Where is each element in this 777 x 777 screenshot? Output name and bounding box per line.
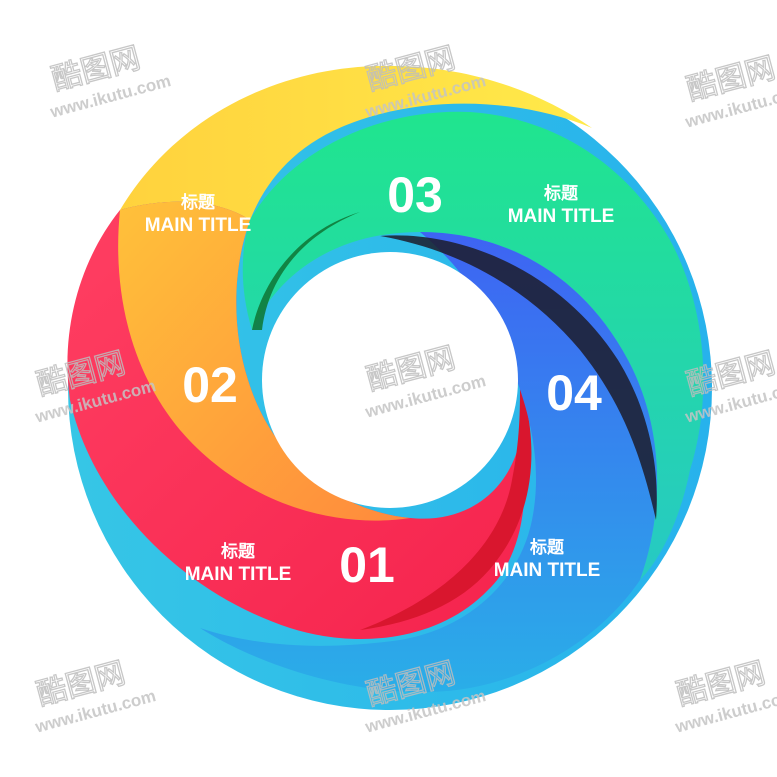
watermark: 酷图网 www.ikutu.com — [32, 655, 158, 737]
segment-03-number: 03 — [387, 167, 443, 223]
segment-03-label: 03 标题 MAIN TITLE — [387, 167, 614, 227]
segment-02-label: 标题 MAIN TITLE 02 — [145, 192, 252, 413]
segment-01-label: 标题 MAIN TITLE 01 — [185, 537, 395, 593]
center-hole — [262, 252, 518, 508]
segment-04-label: 04 标题 MAIN TITLE — [494, 365, 602, 581]
segment-04-title-en: MAIN TITLE — [494, 560, 601, 581]
segment-green-shadow — [252, 212, 360, 330]
segment-02-title-en: MAIN TITLE — [145, 215, 252, 236]
segment-01-title-cn: 标题 — [221, 541, 256, 562]
segment-red-lip — [360, 385, 532, 630]
segment-yellow-band — [120, 65, 592, 220]
watermark: 酷图网 www.ikutu.com — [47, 40, 173, 122]
segment-01-title-en: MAIN TITLE — [185, 564, 292, 585]
segment-04-number: 04 — [546, 365, 602, 421]
watermark: 酷图网 www.ikutu.com — [672, 655, 777, 737]
segment-01-number: 01 — [339, 537, 395, 593]
segment-04-title-cn: 标题 — [530, 537, 565, 558]
segment-dark-crease — [380, 235, 657, 520]
segment-02-number: 02 — [182, 357, 238, 413]
segment-blue-band — [200, 232, 658, 693]
watermark: 酷图网 www.ikutu.com — [682, 50, 777, 132]
segment-03-title-en: MAIN TITLE — [508, 206, 615, 227]
segment-orange-sweep — [118, 201, 411, 521]
segment-03-title-cn: 标题 — [544, 183, 579, 204]
segment-green-band — [242, 111, 704, 580]
segment-02-title-cn: 标题 — [181, 192, 216, 213]
